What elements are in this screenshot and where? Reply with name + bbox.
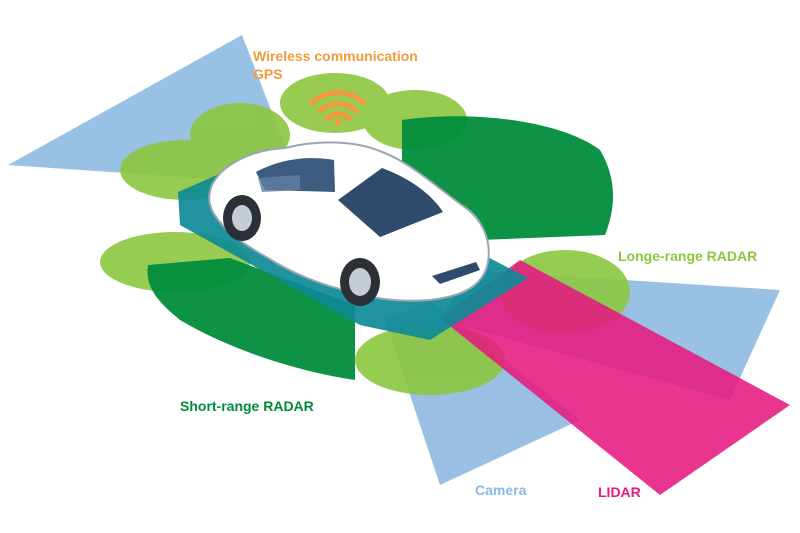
car-windshield bbox=[338, 168, 443, 237]
car-rear-window bbox=[258, 175, 300, 192]
car-rear-wheel bbox=[223, 195, 261, 241]
gps-label: GPS bbox=[253, 66, 283, 82]
long-range-radar-label: Longe-range RADAR bbox=[618, 248, 758, 264]
lidar-label: LIDAR bbox=[598, 484, 641, 500]
radar-lobe-front bbox=[355, 325, 505, 395]
lidar-beam bbox=[440, 260, 790, 495]
camera-label: Camera bbox=[475, 482, 527, 498]
car-headlight bbox=[432, 262, 480, 284]
car-icon bbox=[208, 141, 490, 306]
wireless-communication-label: Wireless communication bbox=[253, 48, 418, 64]
short-range-radar-label: Short-range RADAR bbox=[180, 398, 314, 414]
car-front-wheel bbox=[340, 258, 380, 306]
wifi-signal-icon bbox=[309, 90, 367, 126]
